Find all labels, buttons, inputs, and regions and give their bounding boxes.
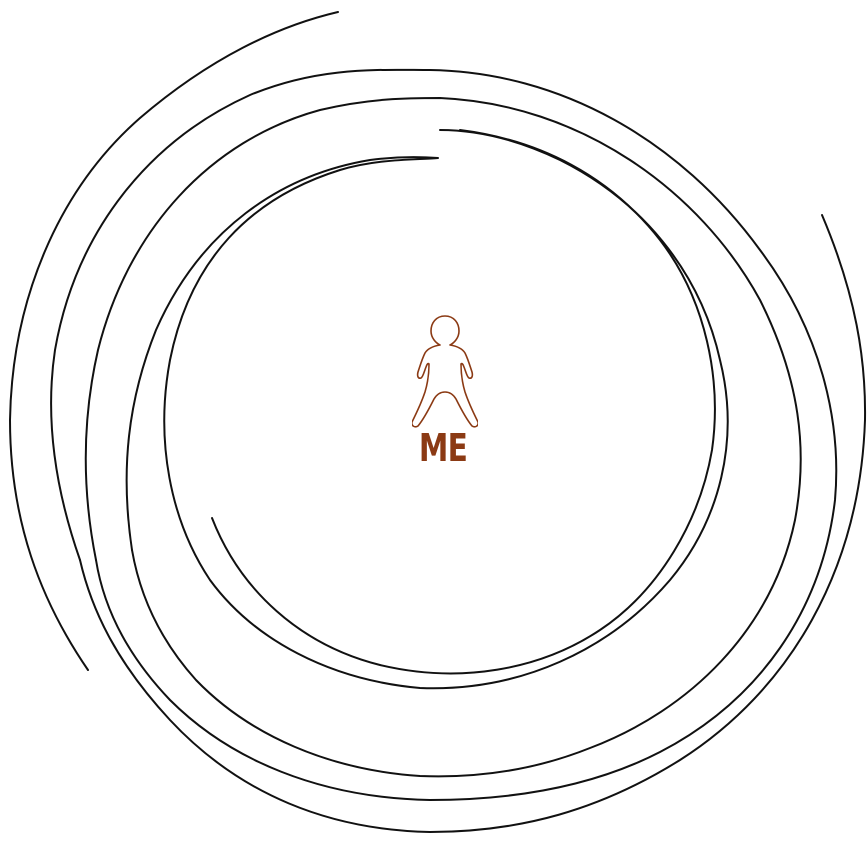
person-icon: [412, 314, 478, 432]
center-label-me: ME: [396, 426, 490, 470]
person-outline-icon: [412, 316, 478, 427]
spiral-outer-arc-right: [80, 215, 865, 832]
